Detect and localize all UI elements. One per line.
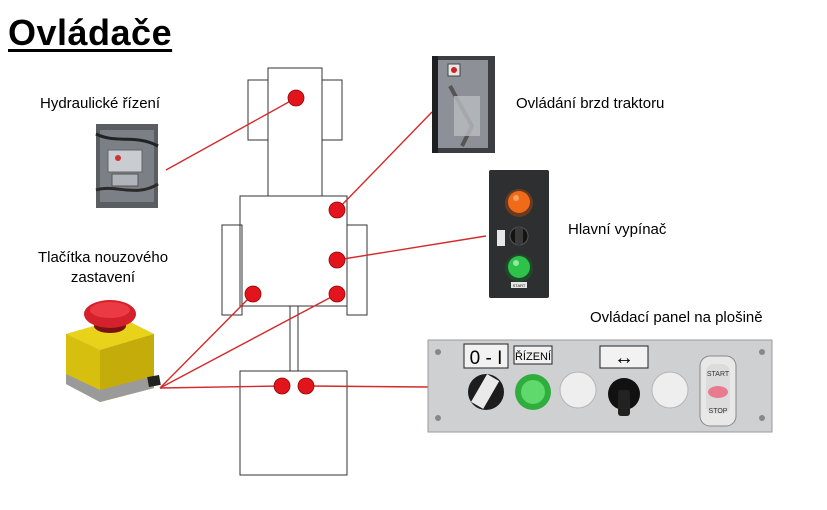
marker-platform-1 — [273, 377, 291, 395]
label-control-panel: Ovládací panel na plošině — [590, 309, 763, 326]
marker-hydraulic — [287, 89, 305, 107]
rear-right-wheel — [346, 224, 368, 316]
main-switch-start-text: START — [513, 283, 526, 288]
label-emergency-stop: Tlačítka nouzového zastavení — [18, 248, 188, 288]
marker-platform-2 — [297, 377, 315, 395]
hydraulic-photo — [95, 124, 159, 208]
connector-estop-3 — [159, 385, 283, 389]
label-main-switch: Hlavní vypínač — [568, 221, 667, 238]
front-left-wheel — [247, 79, 269, 141]
marker-brakes — [328, 201, 346, 219]
connector-main-switch — [336, 235, 487, 261]
orange-lamp — [508, 191, 530, 213]
green-lamp — [508, 256, 530, 278]
rear-left-wheel — [221, 224, 243, 316]
label-hydraulic-steering: Hydraulické řízení — [40, 95, 161, 112]
tractor-outline — [221, 67, 368, 476]
connector-estop-1 — [159, 293, 254, 389]
emergency-stop-photo — [66, 300, 161, 402]
page-title: Ovládače — [8, 12, 173, 53]
direction-label: ↔ — [614, 347, 634, 369]
label-brake-control: Ovládání brzd traktoru — [516, 95, 665, 112]
selector-label: 0 - I — [470, 348, 503, 369]
connector-brakes — [336, 111, 433, 211]
blank-button-2 — [651, 371, 689, 409]
label-emergency-line1: Tlačítka nouzového — [37, 249, 169, 266]
marker-estop-left — [244, 285, 262, 303]
marker-estop-right — [328, 285, 346, 303]
connector-hydraulic — [165, 97, 297, 171]
connector-panel — [305, 385, 429, 388]
platform-control-panel: 0 - I ŘÍZENÍ ↔ START STOP — [427, 339, 773, 433]
main-switch-panel: START — [489, 170, 549, 298]
brake-photo — [432, 56, 495, 153]
start-text: START — [707, 371, 730, 378]
label-emergency-line2: zastavení — [70, 269, 136, 286]
control-markers — [244, 89, 346, 395]
blank-button-1 — [559, 371, 597, 409]
tractor-hood — [267, 67, 323, 197]
front-right-wheel — [321, 79, 343, 141]
connector-estop-2 — [159, 293, 338, 389]
marker-main-switch — [328, 251, 346, 269]
stop-text: STOP — [709, 408, 728, 415]
trailer-platform — [239, 370, 348, 476]
steering-label: ŘÍZENÍ — [515, 350, 552, 363]
connector-lines — [159, 97, 487, 389]
